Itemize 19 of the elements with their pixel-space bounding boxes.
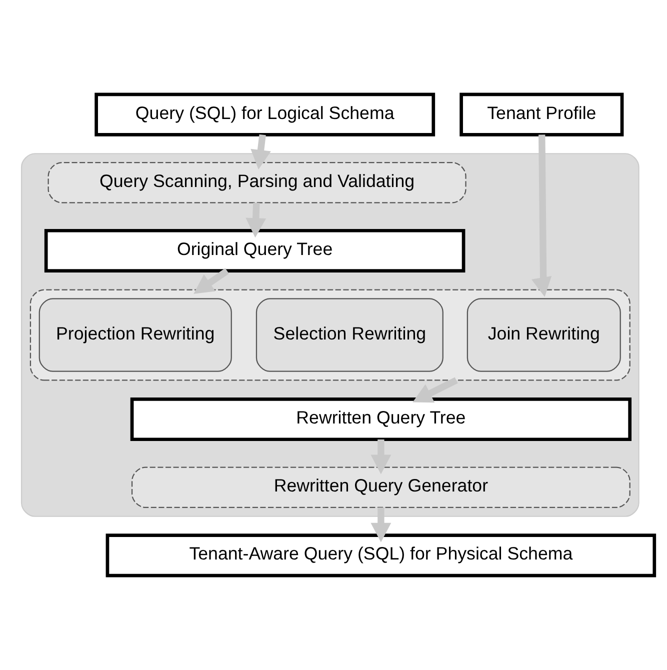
node-box: Projection Rewriting [38, 298, 232, 372]
cluster [30, 289, 630, 381]
node-box: Tenant-Aware Query (SQL) for Physical Schema [106, 534, 656, 578]
arrow [370, 508, 392, 542]
node-box: Query (SQL) for Logical Schema [94, 92, 436, 136]
cluster [20, 153, 640, 517]
arrow [531, 134, 552, 297]
node-box: Query Scanning, Parsing and Validating [48, 162, 466, 204]
arrow [250, 134, 271, 170]
arrow [194, 268, 229, 294]
arrow [370, 439, 392, 474]
node-box: Rewritten Query Generator [131, 466, 630, 508]
node-box: Original Query Tree [44, 228, 466, 272]
node-box: Rewritten Query Tree [130, 398, 632, 442]
node-box: Join Rewriting [466, 298, 621, 372]
arrow [412, 377, 458, 403]
node-box: Selection Rewriting [256, 298, 444, 372]
arrow [246, 202, 266, 238]
node-box: Tenant Profile [460, 92, 624, 136]
